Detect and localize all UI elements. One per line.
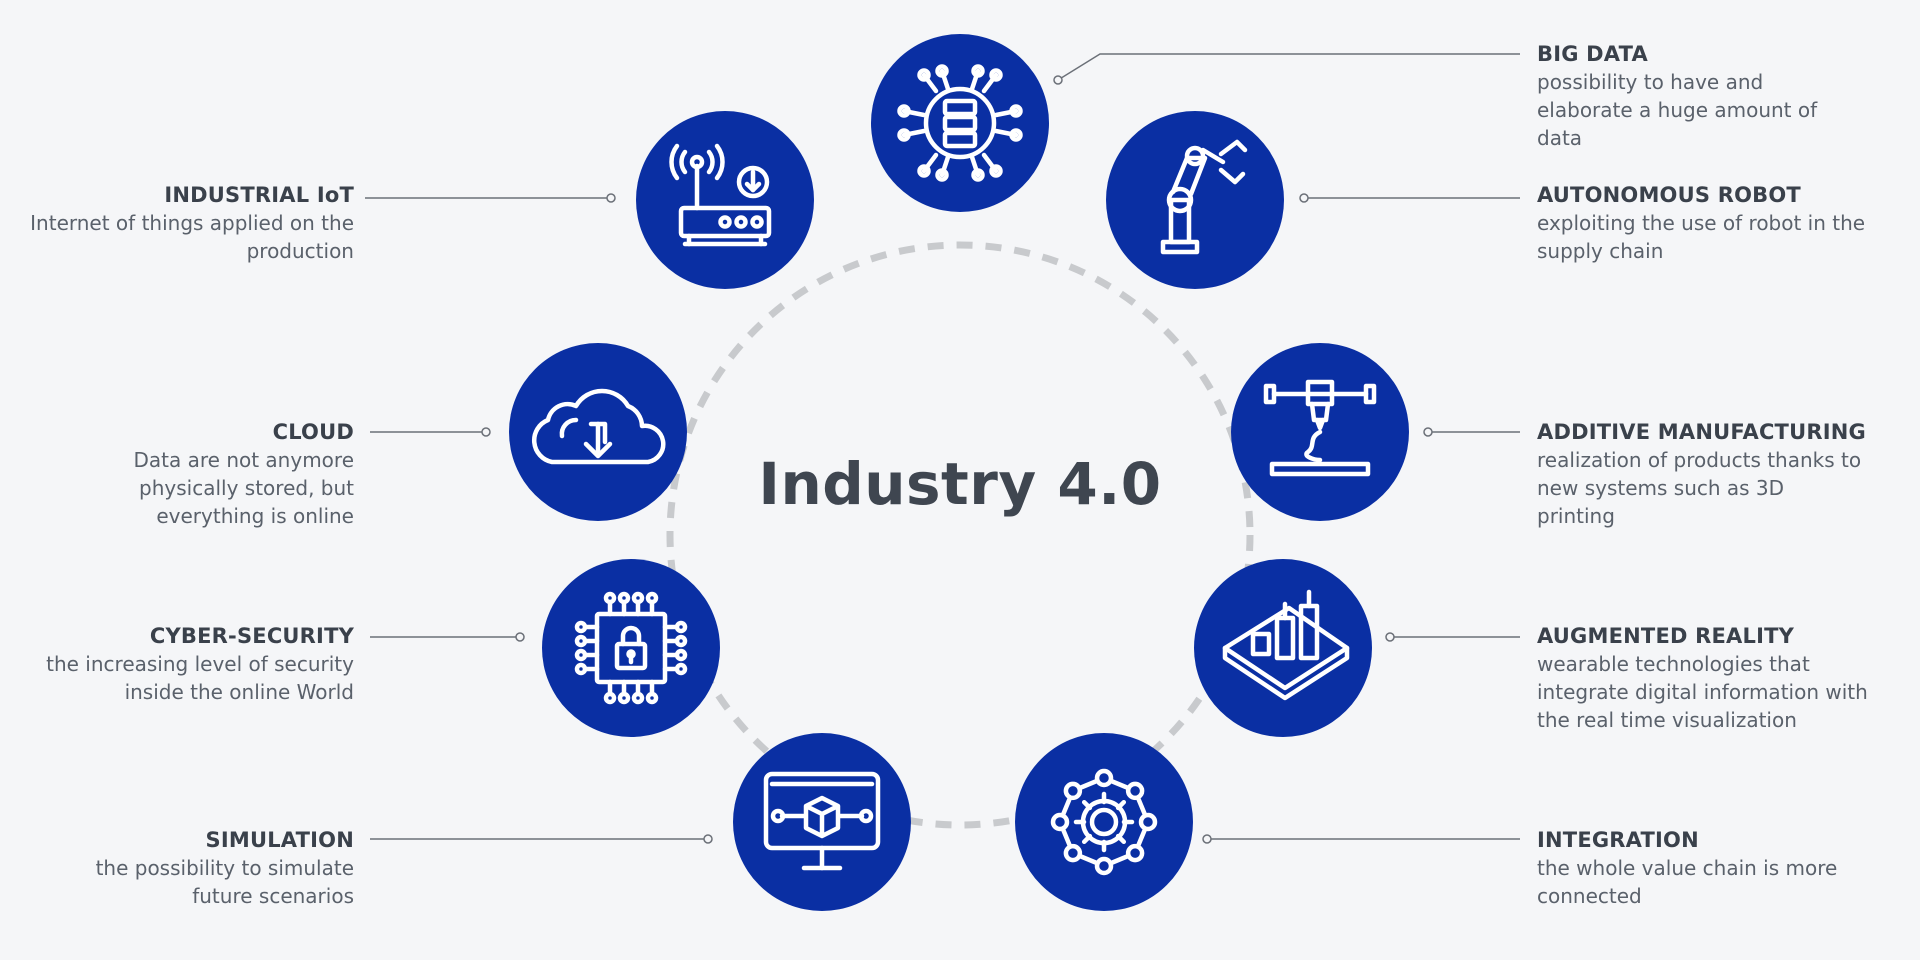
label-title: SIMULATION <box>205 828 354 852</box>
label-title: INDUSTRIAL IoT <box>164 183 354 207</box>
node-integration <box>1015 733 1193 911</box>
node-augmented-reality <box>1194 559 1372 737</box>
label-description: the possibility to simulate future scena… <box>95 856 354 908</box>
label-description: exploiting the use of robot in the suppl… <box>1537 211 1866 263</box>
label-augmented-reality: AUGMENTED REALITY wearable technologies … <box>1537 622 1868 734</box>
node-circle <box>1194 559 1372 737</box>
node-circle <box>1106 111 1284 289</box>
leader-dot <box>481 427 491 437</box>
leader-dot <box>1423 427 1433 437</box>
label-description: Data are not anymore physically stored, … <box>133 448 355 528</box>
leader-line-big-data <box>1053 53 1520 85</box>
label-description: realization of products thanks to new sy… <box>1537 448 1862 528</box>
leader-line-industrial-iot <box>365 193 616 203</box>
leader-line-cyber-security <box>370 632 525 642</box>
label-big-data: BIG DATA possibility to have and elabora… <box>1537 40 1867 152</box>
leader-line-augmented-reality <box>1385 632 1520 642</box>
label-cloud: CLOUD Data are not anymore physically st… <box>24 418 355 530</box>
node-circle <box>542 559 720 737</box>
leader-dot <box>1299 193 1309 203</box>
label-description: the whole value chain is more connected <box>1537 856 1838 908</box>
node-circle <box>636 111 814 289</box>
label-title: BIG DATA <box>1537 42 1648 66</box>
node-circle <box>871 34 1049 212</box>
node-autonomous-robot <box>1106 111 1284 289</box>
3d-printer-icon <box>1263 379 1377 477</box>
leader-line-integration <box>1202 834 1520 844</box>
label-description: Internet of things applied on the produc… <box>30 211 354 263</box>
node-industrial-iot <box>636 111 814 289</box>
label-title: AUGMENTED REALITY <box>1537 624 1795 648</box>
leader-dot <box>1053 75 1063 85</box>
node-cloud <box>509 343 687 521</box>
leader-dot <box>606 193 616 203</box>
ar-phone-icon <box>1222 589 1350 701</box>
robot-arm-icon <box>1160 139 1248 255</box>
leader-line-autonomous-robot <box>1299 193 1520 203</box>
nodes <box>509 34 1409 911</box>
leader-dot <box>1385 632 1395 642</box>
router-icon <box>669 143 772 247</box>
label-cyber-security: CYBER-SECURITY the increasing level of s… <box>24 622 354 706</box>
leader-dot <box>1202 834 1212 844</box>
leader-line-additive-manufacturing <box>1423 427 1520 437</box>
label-autonomous-robot: AUTONOMOUS ROBOT exploiting the use of r… <box>1537 181 1867 265</box>
cloud-download-icon <box>531 388 666 465</box>
label-description: wearable technologies that integrate dig… <box>1537 652 1868 732</box>
chip-lock-icon <box>574 591 688 705</box>
leader-dot <box>515 632 525 642</box>
monitor-cube-icon <box>763 771 881 871</box>
big-data-chip-icon <box>897 64 1023 182</box>
label-simulation: SIMULATION the possibility to simulate f… <box>24 826 354 910</box>
leader-line-cloud <box>370 427 491 437</box>
label-additive-manufacturing: ADDITIVE MANUFACTURING realization of pr… <box>1537 418 1867 530</box>
leader-line-simulation <box>370 834 713 844</box>
label-description: the increasing level of security inside … <box>46 652 354 704</box>
label-title: ADDITIVE MANUFACTURING <box>1537 420 1866 444</box>
node-simulation <box>733 733 911 911</box>
label-title: CLOUD <box>272 420 354 444</box>
label-industrial-iot: INDUSTRIAL IoT Internet of things applie… <box>24 181 354 265</box>
label-description: possibility to have and elaborate a huge… <box>1537 70 1818 150</box>
label-integration: INTEGRATION the whole value chain is mor… <box>1537 826 1867 910</box>
label-title: INTEGRATION <box>1537 828 1699 852</box>
leader-lines <box>365 53 1520 844</box>
label-title: AUTONOMOUS ROBOT <box>1537 183 1801 207</box>
node-circle <box>1015 733 1193 911</box>
leader-dot <box>703 834 713 844</box>
diagram-title: Industry 4.0 <box>758 450 1162 518</box>
dashed-ring <box>666 241 1254 829</box>
label-title: CYBER-SECURITY <box>149 624 354 648</box>
gear-network-icon <box>1050 768 1158 876</box>
node-big-data <box>871 34 1049 212</box>
node-additive-manufacturing <box>1231 343 1409 521</box>
leader-path <box>1057 53 1520 81</box>
node-cyber-security <box>542 559 720 737</box>
